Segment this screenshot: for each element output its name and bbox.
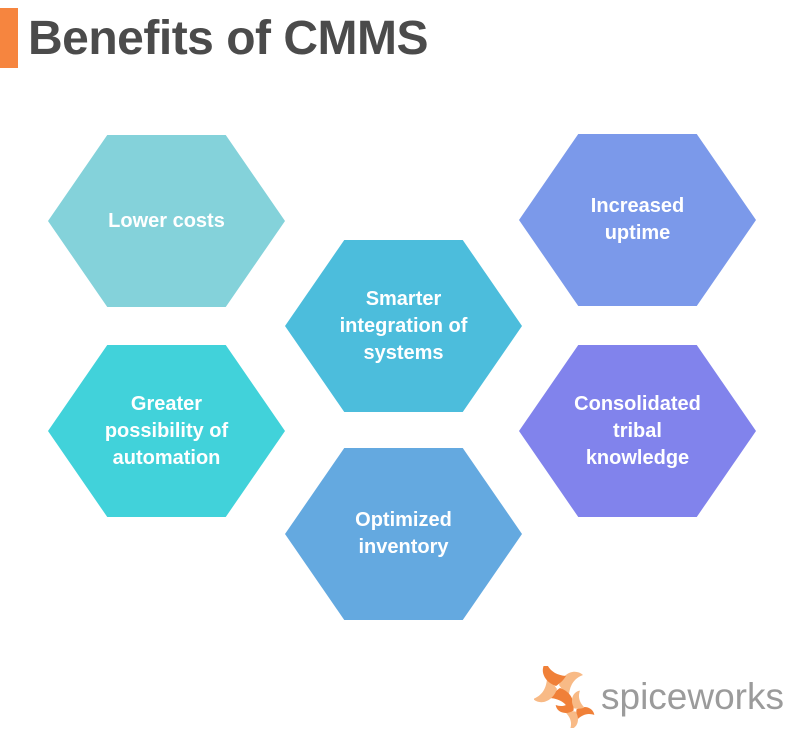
spiceworks-pinwheel-icon [534, 666, 595, 728]
spiceworks-wordmark: spiceworks [601, 675, 784, 717]
hexagon-greater-automation: Greater possibility of automation [48, 345, 285, 517]
hexagon-increased-uptime: Increased uptime [519, 134, 756, 306]
pinwheel-blade [559, 671, 583, 695]
hexagon-label-greater-automation: Greater possibility of automation [104, 392, 229, 469]
pinwheel-blade [534, 679, 557, 703]
pinwheel-blade [542, 666, 566, 686]
hexagon-label-optimized-inventory: Optimized inventory [355, 509, 452, 558]
pinwheel-blade [555, 700, 574, 713]
spiceworks-logo: spiceworks [534, 666, 784, 728]
hexagon-consolidated-knowledge: Consolidated tribal knowledge [519, 345, 756, 517]
title-accent-bar [0, 8, 18, 68]
header: Benefits of CMMS [0, 0, 803, 100]
hexagon-lower-costs: Lower costs [48, 135, 285, 307]
pinwheel-blade [576, 707, 595, 720]
pinwheel-blade [565, 711, 578, 728]
hexagon-optimized-inventory: Optimized inventory [285, 448, 522, 620]
hexagon-label-smarter-integration: Smarter integration of systems [339, 287, 468, 364]
hexagon-label-consolidated-knowledge: Consolidated tribal knowledge [574, 392, 701, 469]
pinwheel-blade [572, 690, 585, 709]
hexagon-smarter-integration: Smarter integration of systems [285, 240, 522, 412]
hexagon-label-increased-uptime: Increased uptime [590, 195, 685, 244]
page-title: Benefits of CMMS [28, 12, 429, 65]
hexagon-label-lower-costs: Lower costs [108, 209, 225, 232]
